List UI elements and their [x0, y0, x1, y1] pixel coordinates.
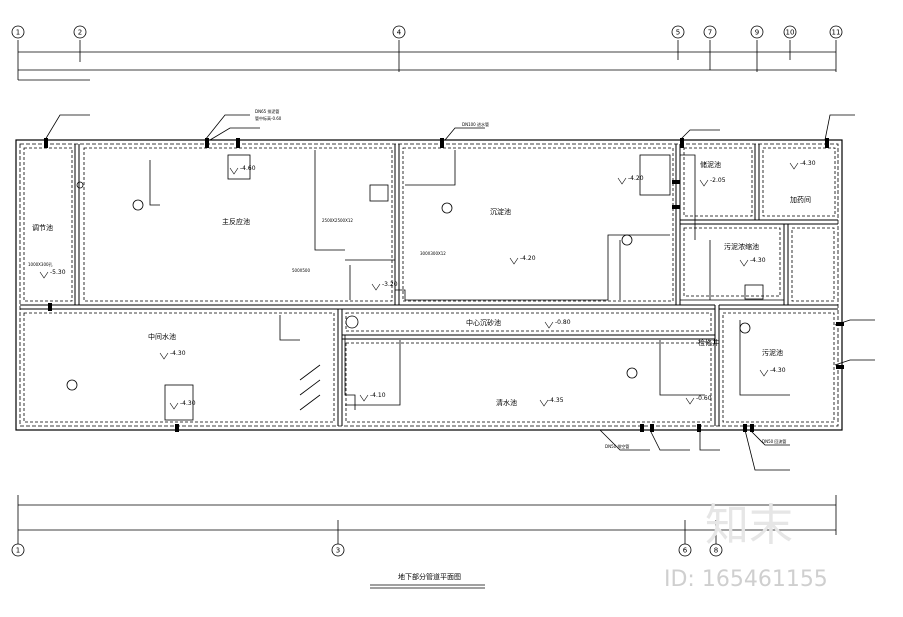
svg-text:5: 5 — [676, 29, 680, 37]
svg-text:9: 9 — [755, 29, 759, 37]
svg-text:300X300X12: 300X300X12 — [420, 251, 446, 256]
room-label: 加药间 — [790, 195, 811, 204]
svg-text:-5.30: -5.30 — [50, 269, 66, 276]
svg-text:-4.20: -4.20 — [520, 255, 536, 262]
svg-text:-4.60: -4.60 — [240, 165, 256, 172]
svg-text:-0.60: -0.60 — [696, 395, 712, 402]
svg-text:-4.10: -4.10 — [370, 392, 386, 399]
svg-text:7: 7 — [708, 29, 712, 37]
elevation-values: -5.30 -4.60 -4.20 -2.05 -4.30 -4.30 -0.8… — [50, 160, 816, 407]
svg-text:管中标高-0.60: 管中标高-0.60 — [255, 115, 282, 121]
svg-text:-4.30: -4.30 — [170, 350, 186, 357]
svg-text:2: 2 — [78, 29, 82, 37]
bottom-axis-labels: 1 3 6 8 — [16, 547, 718, 555]
svg-text:DN100 进水管: DN100 进水管 — [462, 121, 489, 127]
room-label: 中心沉砂池 — [466, 318, 501, 327]
svg-text:11: 11 — [832, 29, 841, 37]
svg-text:DN65 排泥管: DN65 排泥管 — [255, 108, 279, 114]
room-label: 清水池 — [496, 398, 517, 407]
room-labels: 调节池 主反应池 沉淀池 储泥池 加药间 污泥浓缩池 中间水池 中心沉砂池 清水… — [32, 160, 811, 407]
drawing-title: 地下部分管道平面图 — [398, 572, 461, 581]
svg-text:1: 1 — [16, 29, 20, 37]
svg-text:-0.80: -0.80 — [555, 319, 571, 326]
svg-text:-4.30: -4.30 — [770, 367, 786, 374]
top-axis-bubbles — [11, 25, 843, 39]
elevation-marks — [39, 162, 799, 410]
watermark-id: ID: 165461155 — [664, 567, 828, 592]
room-label: 污泥池 — [762, 348, 783, 357]
svg-text:-4.30: -4.30 — [800, 160, 816, 167]
svg-text:-2.05: -2.05 — [710, 177, 726, 184]
svg-text:-3.20: -3.20 — [382, 281, 398, 288]
svg-text:6: 6 — [683, 547, 688, 555]
svg-text:1: 1 — [16, 547, 20, 555]
watermark-logo: 知末 — [705, 500, 793, 551]
svg-text:10: 10 — [786, 29, 795, 37]
room-label: 污泥浓缩池 — [724, 242, 759, 251]
svg-text:3: 3 — [336, 547, 340, 555]
svg-text:-4.30: -4.30 — [750, 257, 766, 264]
svg-text:DN50 排空管: DN50 排空管 — [605, 443, 629, 449]
room-label: 中间水池 — [148, 332, 176, 341]
svg-text:1000X300孔: 1000X300孔 — [28, 261, 53, 267]
svg-text:-4.35: -4.35 — [548, 397, 564, 404]
svg-text:4: 4 — [397, 29, 402, 37]
svg-text:DN50 回流管: DN50 回流管 — [762, 438, 786, 444]
outer-wall-inner — [19, 143, 839, 427]
room-label: 储泥池 — [700, 160, 721, 169]
room-label: 主反应池 — [222, 217, 250, 226]
svg-text:500X500: 500X500 — [292, 268, 310, 273]
svg-text:-4.20: -4.20 — [628, 175, 644, 182]
top-axis-labels: 1 2 4 5 7 9 10 11 — [16, 29, 841, 37]
svg-text:8: 8 — [714, 547, 718, 555]
svg-text:-4.30: -4.30 — [180, 400, 196, 407]
outer-wall — [15, 139, 843, 431]
room-label: 沉淀池 — [490, 207, 511, 216]
room-label: 检修井 — [698, 338, 719, 347]
bottom-axis-bubbles — [11, 543, 723, 557]
svg-text:2500X2500X12: 2500X2500X12 — [322, 218, 353, 223]
pipe-notes: DN65 排泥管 管中标高-0.60 DN100 进水管 2500X2500X1… — [28, 108, 786, 449]
room-label: 调节池 — [32, 223, 53, 232]
